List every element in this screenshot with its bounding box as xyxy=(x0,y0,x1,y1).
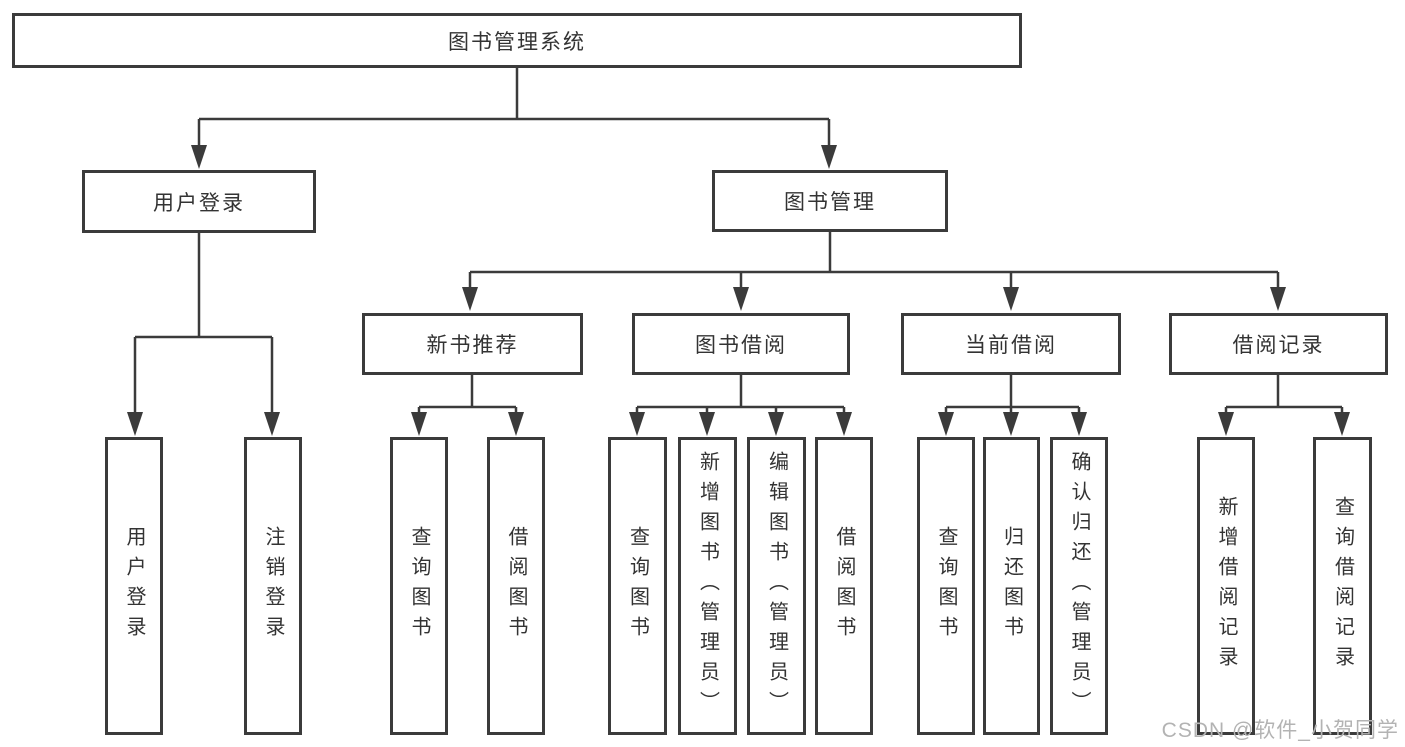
leaf-label: 新增图书（管理员） xyxy=(696,451,719,721)
node-borrow-records: 借阅记录 xyxy=(1169,313,1388,375)
leaf-label: 查询图书 xyxy=(626,526,649,646)
leaf-add-book-admin: 新增图书（管理员） xyxy=(678,437,737,735)
leaf-label: 注销登录 xyxy=(262,526,284,646)
leaf-edit-book-admin: 编辑图书（管理员） xyxy=(747,437,806,735)
leaf-label: 查询图书 xyxy=(935,526,957,646)
leaf-label: 新增借阅记录 xyxy=(1215,496,1237,676)
leaf-query-books-3: 查询图书 xyxy=(917,437,975,735)
leaf-user-login: 用户登录 xyxy=(105,437,163,735)
node-root: 图书管理系统 xyxy=(12,13,1022,68)
node-book-borrow: 图书借阅 xyxy=(632,313,850,375)
leaf-add-borrow-record: 新增借阅记录 xyxy=(1197,437,1255,735)
leaf-borrow-books-2: 借阅图书 xyxy=(815,437,873,735)
csdn-watermark: CSDN @软件_小贺同学 xyxy=(1161,719,1399,742)
leaf-label: 借阅图书 xyxy=(505,526,527,646)
leaf-label: 归还图书 xyxy=(1000,526,1023,646)
leaf-label: 查询图书 xyxy=(408,526,430,646)
node-current-borrow: 当前借阅 xyxy=(901,313,1121,375)
leaf-query-books-2: 查询图书 xyxy=(608,437,667,735)
leaf-return-book: 归还图书 xyxy=(983,437,1040,735)
leaf-label: 编辑图书（管理员） xyxy=(765,451,788,721)
node-new-book-recommend: 新书推荐 xyxy=(362,313,583,375)
node-book-management: 图书管理 xyxy=(712,170,948,232)
leaf-label: 借阅图书 xyxy=(833,526,855,646)
leaf-label: 确认归还（管理员） xyxy=(1068,451,1090,721)
node-user-login: 用户登录 xyxy=(82,170,316,233)
leaf-label: 用户登录 xyxy=(123,526,145,646)
leaf-logout: 注销登录 xyxy=(244,437,302,735)
leaf-query-books-1: 查询图书 xyxy=(390,437,448,735)
leaf-confirm-return-admin: 确认归还（管理员） xyxy=(1050,437,1108,735)
leaf-borrow-books-1: 借阅图书 xyxy=(487,437,545,735)
leaf-label: 查询借阅记录 xyxy=(1331,496,1354,676)
leaf-query-borrow-record: 查询借阅记录 xyxy=(1313,437,1372,735)
